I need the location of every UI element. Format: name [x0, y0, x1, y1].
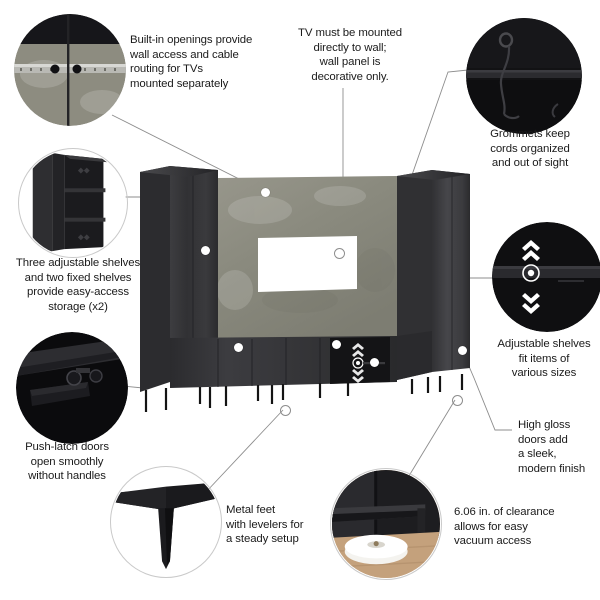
center-niche — [330, 337, 390, 384]
right-base-return — [397, 331, 432, 380]
marker-shelves-storage — [201, 246, 210, 255]
marker-adjustable-shelves — [370, 358, 379, 367]
callout-clearance: 6.06 in. of clearance allows for easy va… — [454, 506, 555, 548]
marker-grommets — [332, 340, 341, 349]
marker-push-latch — [234, 343, 243, 352]
metal-legs — [144, 374, 464, 412]
marker-high-gloss — [458, 346, 467, 355]
marker-tv-mount — [334, 248, 345, 259]
marker-wall-access — [261, 188, 270, 197]
left-cabinet-front — [170, 166, 218, 382]
adjustable-shelf-closeup-inset — [492, 222, 600, 332]
grommet-closeup-inset — [466, 18, 582, 134]
marker-metal-feet — [280, 405, 291, 416]
right-cabinet-side — [397, 170, 432, 380]
base-door-seams — [217, 338, 321, 387]
left-cabinet-side — [140, 166, 170, 392]
callout-adjustable-shelves: Adjustable shelves fit items of various … — [497, 338, 591, 380]
metal-foot-closeup-inset — [110, 466, 222, 578]
robot-vacuum-closeup-inset — [330, 468, 442, 580]
push-latch-closeup-inset — [16, 332, 128, 444]
callout-high-gloss: High gloss doors add a sleek, modern fin… — [518, 419, 586, 475]
wall-rail-closeup-inset — [14, 14, 126, 126]
open-cabinet-shelves-inset — [18, 148, 128, 258]
tv-cutout-opening — [258, 236, 357, 292]
shelf-pin-center — [356, 361, 360, 365]
left-cabinet-top — [140, 166, 218, 177]
right-cabinet-top — [397, 170, 470, 180]
right-cabinet-front — [432, 170, 470, 372]
callout-wall-access: Built-in openings provide wall access an… — [130, 34, 253, 90]
callout-grommets: Grommets keep cords organized and out of… — [490, 128, 570, 170]
concrete-texture — [217, 186, 395, 313]
marker-clearance — [452, 395, 463, 406]
callout-metal-feet: Metal feet with levelers for a steady se… — [226, 504, 304, 546]
callout-tv-mount: TV must be mounted directly to wall; wal… — [298, 27, 402, 83]
callout-push-latch: Push-latch doors open smoothly without h… — [25, 441, 109, 483]
callout-shelves-storage: Three adjustable shelves and two fixed s… — [15, 257, 141, 313]
shelf-adjust-chevrons — [352, 343, 364, 383]
